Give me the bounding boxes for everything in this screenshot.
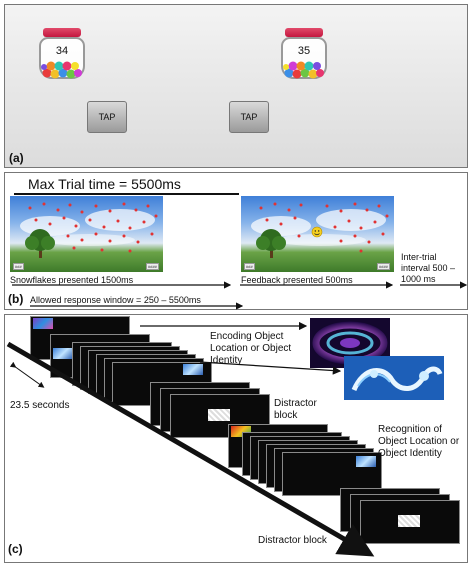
jar-lid bbox=[285, 28, 323, 37]
jar-lid bbox=[43, 28, 81, 37]
scene-graphics bbox=[10, 196, 163, 272]
score-badge-left: ### bbox=[13, 263, 24, 270]
panel-a: 34 35 TAP TAP (a) bbox=[4, 4, 468, 168]
panel-b-label: (b) bbox=[8, 292, 23, 306]
duration-caption: 23.5 seconds bbox=[10, 400, 70, 412]
distractor-caption-2: Distractor block bbox=[258, 535, 327, 547]
score-badge-right: #### bbox=[146, 263, 159, 270]
candy-balls bbox=[41, 59, 83, 79]
jar-count: 35 bbox=[281, 45, 327, 57]
candy-balls bbox=[283, 59, 325, 79]
panel-a-label: (a) bbox=[9, 151, 24, 165]
score-badge-right: #### bbox=[377, 263, 390, 270]
feedback-scene: ### #### bbox=[241, 196, 394, 272]
recognition-caption: Recognition of Object Location or Object… bbox=[378, 424, 470, 460]
distractor-caption: Distractor block bbox=[274, 398, 334, 422]
score-badge-left: ### bbox=[244, 263, 255, 270]
max-trial-text: Max Trial time = 5500ms bbox=[28, 176, 181, 192]
response-window-caption: Allowed response window = 250 – 5500ms bbox=[30, 294, 201, 306]
max-trial-line bbox=[14, 193, 239, 195]
snowflakes-scene: ### #### bbox=[10, 196, 163, 272]
tap-button-left[interactable]: TAP bbox=[87, 101, 127, 133]
scene-graphics bbox=[241, 196, 394, 272]
tap-button-right[interactable]: TAP bbox=[229, 101, 269, 133]
panel-c-label: (c) bbox=[8, 542, 23, 556]
jar-count: 34 bbox=[39, 45, 85, 57]
encoding-caption: Encoding Object Location or Object Ident… bbox=[210, 331, 320, 367]
